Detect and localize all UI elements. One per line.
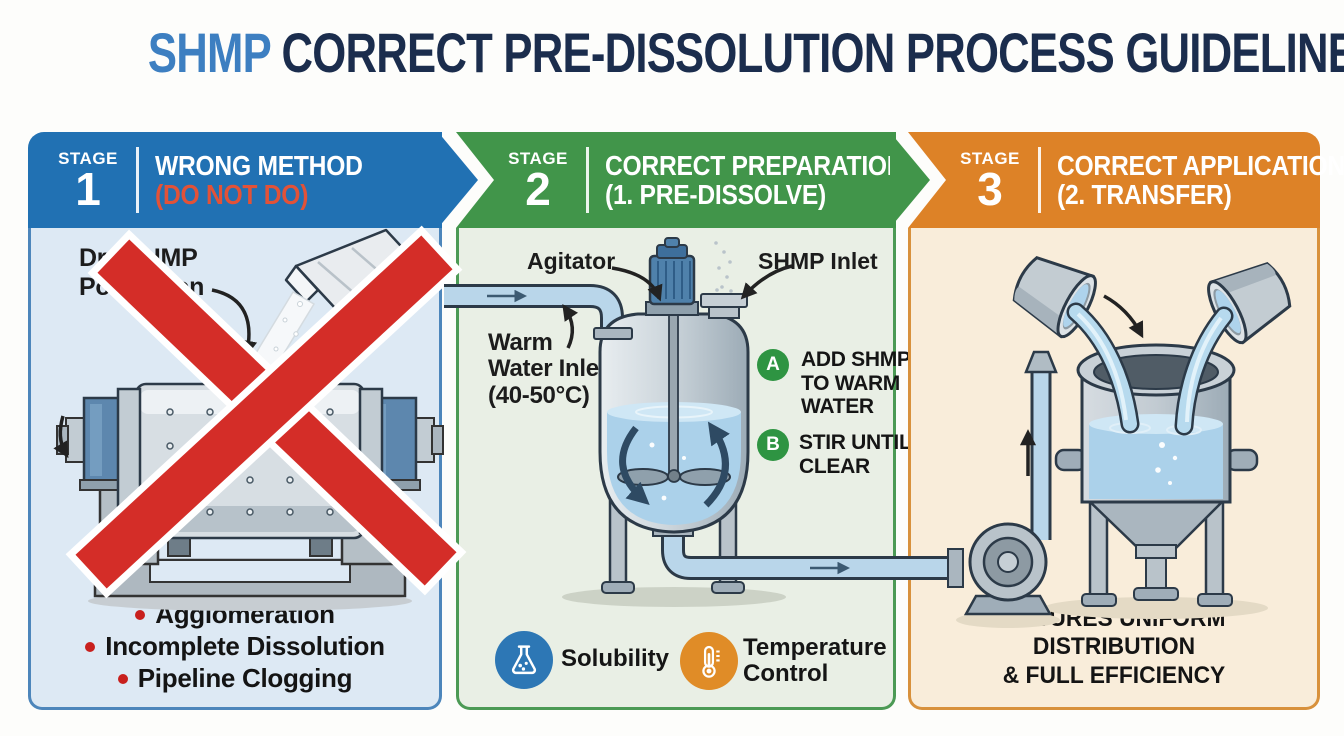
stage1-badge: STAGE 1	[52, 149, 124, 216]
temperature-feature	[680, 632, 738, 690]
dry-powder-label: Dry SHMP Powder on	[79, 244, 204, 302]
bullet-dot	[117, 674, 128, 684]
stage2-panel: STAGE 2 CORRECT PREPARATION (1. PRE-DISS…	[456, 132, 911, 710]
problem-text: Pipeline Clogging	[137, 663, 353, 693]
step-b-badge: B	[757, 429, 789, 461]
dry-powder-line1: Dry SHMP	[79, 244, 198, 272]
problem-item: Incomplete Dissolution	[31, 631, 439, 661]
title-product: SHMP	[147, 21, 271, 84]
page-title: SHMP CORRECT PRE-DISSOLUTION PROCESS GUI…	[147, 21, 1344, 84]
stage3-header-text: CORRECT APPLICATION (2. TRANSFER)	[1057, 149, 1344, 210]
solubility-feature	[495, 631, 553, 689]
step-a-text: ADD SHMP TO WARM WATER	[801, 348, 911, 419]
header-divider	[136, 147, 139, 213]
dry-powder-line2: Powder on	[79, 272, 205, 301]
temperature-label: Temperature Control	[743, 634, 887, 688]
result-line2: & FULL EFFICIENCY	[1002, 662, 1226, 690]
thermometer-icon	[702, 645, 720, 678]
stage2-number: 2	[525, 163, 551, 216]
stage1-word: STAGE	[58, 149, 118, 169]
problem-text: Agglomeration	[155, 599, 335, 629]
problem-item: Pipeline Clogging	[31, 663, 439, 693]
stage2-word: STAGE	[508, 149, 568, 169]
result-line1: ENSURES UNIFORM DISTRIBUTION	[1002, 604, 1226, 661]
stage3-word: STAGE	[960, 149, 1020, 169]
step-b-text: STIR UNTIL CLEAR	[799, 431, 912, 478]
result-text: ENSURES UNIFORM DISTRIBUTION & FULL EFFI…	[929, 605, 1300, 691]
stage3-badge: STAGE 3	[954, 149, 1026, 216]
stage2-header: STAGE 2 CORRECT PREPARATION (1. PRE-DISS…	[456, 132, 905, 228]
stage3-number: 3	[977, 163, 1003, 216]
stage2-content: Agitator SHMP Inlet Warm Water Inlet (40…	[456, 228, 911, 710]
shmp-inlet-label: SHMP Inlet	[758, 248, 878, 274]
stage1-header-text: WRONG METHOD (DO NOT DO)	[155, 149, 363, 210]
warm-water-temp: (40-50°C)	[488, 381, 590, 409]
stage2-subtitle: (1. PRE-DISSOLVE)	[605, 179, 826, 210]
stage1-title: WRONG METHOD	[155, 149, 363, 181]
flask-icon	[511, 645, 537, 675]
header-divider	[586, 147, 589, 213]
stage2-title: CORRECT PREPARATION	[605, 149, 905, 181]
problem-text: Incomplete Dissolution	[105, 631, 385, 661]
stage1-header: STAGE 1 WRONG METHOD (DO NOT DO)	[28, 132, 442, 228]
warm-water-line1: Warm Water Inlet	[488, 329, 607, 383]
problem-list: Agglomeration Incomplete Dissolution Pip…	[31, 597, 439, 695]
header-divider	[1038, 147, 1041, 213]
stage1-content: Dry SHMP Powder on Agglomeration Incompl…	[28, 228, 442, 710]
stage3-subtitle: (2. TRANSFER)	[1057, 179, 1232, 210]
stage2-badge: STAGE 2	[502, 149, 574, 216]
stage1-panel: STAGE 1 WRONG METHOD (DO NOT DO) Dry SHM…	[28, 132, 442, 710]
stage3-content: ENSURES UNIFORM DISTRIBUTION & FULL EFFI…	[908, 228, 1320, 710]
bullet-dot	[135, 610, 146, 620]
bullet-dot	[85, 642, 96, 652]
stage3-title: CORRECT APPLICATION	[1057, 149, 1344, 181]
title-main: CORRECT PRE-DISSOLUTION PROCESS GUIDELIN…	[270, 21, 1344, 84]
warm-water-label: Warm Water Inlet (40-50°C)	[488, 329, 610, 409]
stage1-number: 1	[75, 163, 101, 216]
stage3-panel: STAGE 3 CORRECT APPLICATION (2. TRANSFER…	[908, 132, 1344, 710]
solubility-label: Solubility	[561, 645, 669, 672]
agitator-label: Agitator	[527, 248, 616, 274]
stage3-header: STAGE 3 CORRECT APPLICATION (2. TRANSFER…	[908, 132, 1344, 228]
step-a-badge: A	[757, 349, 789, 381]
stage1-subtitle: (DO NOT DO)	[155, 179, 309, 210]
stage2-header-text: CORRECT PREPARATION (1. PRE-DISSOLVE)	[605, 149, 905, 210]
problem-item: Agglomeration	[31, 599, 439, 629]
